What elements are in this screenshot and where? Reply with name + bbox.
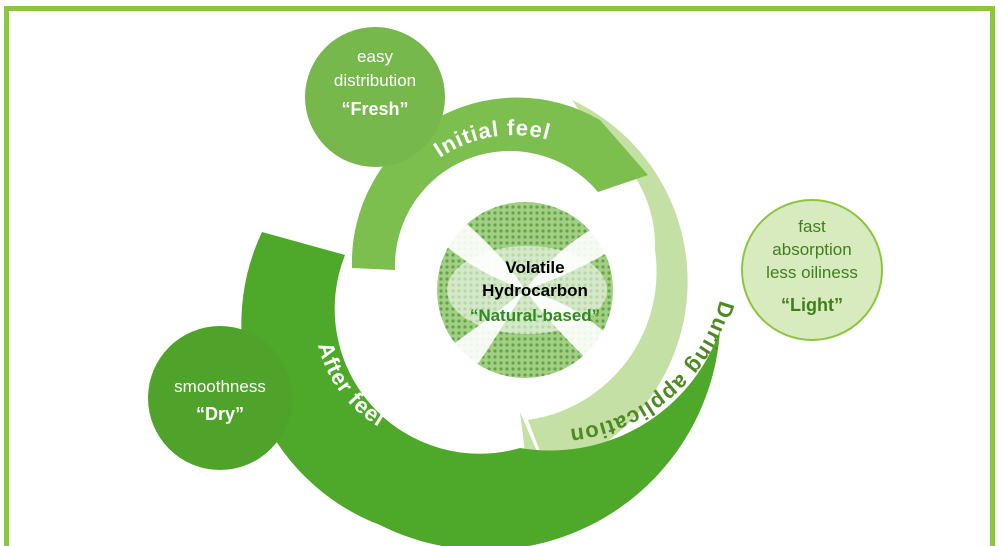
fresh-line1: easy bbox=[357, 47, 393, 66]
center-title-line1: Volatile bbox=[505, 258, 564, 277]
dry-quote: “Dry” bbox=[196, 404, 244, 424]
light-quote: “Light” bbox=[781, 295, 843, 315]
light-line1: fast bbox=[798, 217, 826, 236]
center-natural-based: “Natural-based” bbox=[470, 306, 600, 325]
diagram-frame bbox=[4, 6, 995, 546]
after-feel-band bbox=[241, 232, 720, 546]
light-bubble bbox=[741, 199, 883, 341]
during-application-band bbox=[528, 100, 688, 472]
center-title-line2: Hydrocarbon bbox=[482, 281, 588, 300]
center-swirl-icon bbox=[437, 202, 613, 378]
light-line3: less oiliness bbox=[766, 263, 858, 282]
dry-bubble bbox=[148, 326, 292, 470]
fresh-quote: “Fresh” bbox=[341, 99, 408, 119]
dry-line1: smoothness bbox=[174, 377, 266, 396]
light-line2: absorption bbox=[772, 240, 851, 259]
fresh-bubble bbox=[305, 27, 445, 167]
fresh-line2: distribution bbox=[334, 71, 416, 90]
